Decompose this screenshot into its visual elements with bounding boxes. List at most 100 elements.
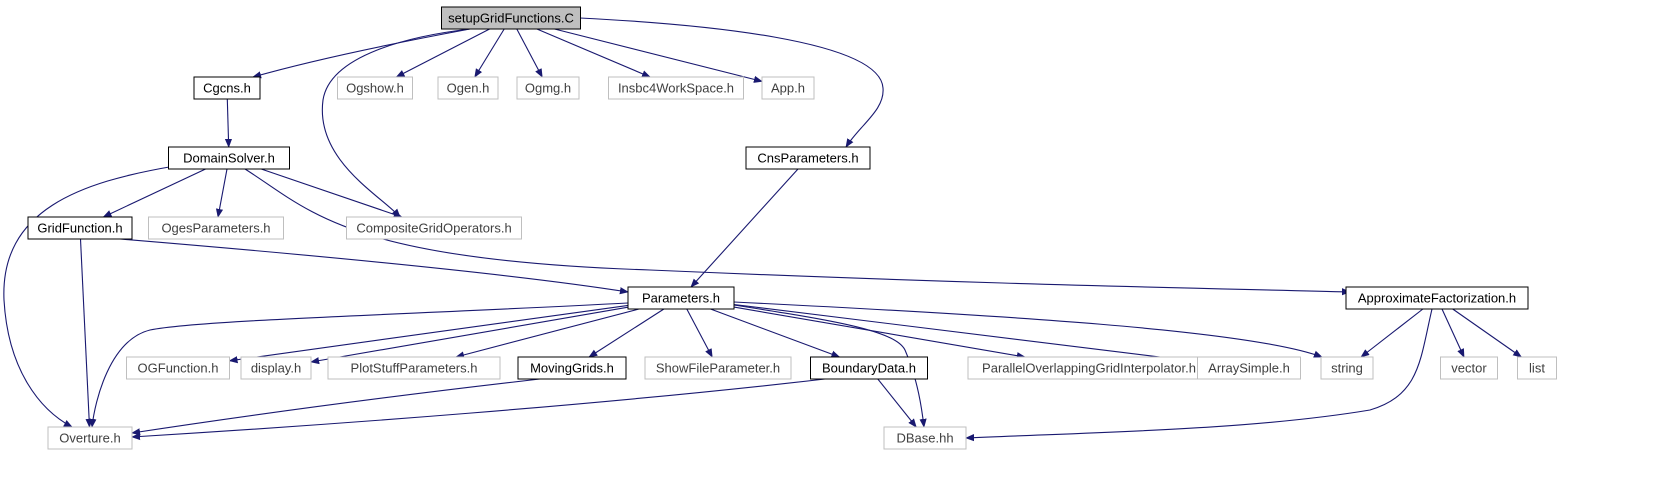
edge-params-to-ogfunc (228, 304, 629, 364)
edge-approx-to-string (1360, 308, 1424, 358)
node-app: App.h (761, 76, 815, 100)
edge-params-to-moving (588, 308, 665, 358)
node-domain[interactable]: DomainSolver.h (168, 146, 290, 170)
node-label-vector: vector (1451, 361, 1487, 376)
node-label-showfile: ShowFileParameter.h (656, 361, 780, 376)
edge-moving-to-overture (131, 378, 541, 436)
node-label-domain: DomainSolver.h (183, 151, 275, 166)
node-label-plotstuff: PlotStuffParameters.h (351, 361, 478, 376)
edge-cgcns-to-domain (224, 98, 233, 148)
node-label-pogi: ParallelOverlappingGridInterpolator.h (982, 361, 1196, 376)
node-box-string (1320, 356, 1374, 380)
node-box-list (1517, 356, 1557, 380)
node-label-arraysimple: ArraySimple.h (1208, 361, 1290, 376)
node-box-app (761, 76, 815, 100)
node-box-overture (47, 426, 133, 450)
node-label-ogen: Ogen.h (447, 81, 490, 96)
node-moving[interactable]: MovingGrids.h (517, 356, 627, 380)
node-box-params (627, 286, 735, 310)
node-box-cgcns (193, 76, 261, 100)
edge-boundary-to-overture (131, 378, 826, 441)
node-box-cnsparams (745, 146, 871, 170)
node-list: list (1517, 356, 1557, 380)
node-box-oges (148, 216, 284, 240)
node-ogmg: Ogmg.h (516, 76, 580, 100)
node-params[interactable]: Parameters.h (627, 286, 735, 310)
node-ogshow: Ogshow.h (337, 76, 413, 100)
edge-approx-to-list (1452, 308, 1523, 358)
edge-root-to-cnsparams (579, 17, 884, 148)
node-root[interactable]: setupGridFunctions.C (441, 6, 581, 30)
node-box-ogfunc (126, 356, 230, 380)
node-label-moving: MovingGrids.h (530, 361, 614, 376)
edge-gridfunc-to-overture (79, 238, 93, 428)
edge-root-to-insbc (536, 28, 651, 78)
node-label-app: App.h (771, 81, 805, 96)
node-box-display (240, 356, 312, 380)
node-label-list: list (1529, 361, 1545, 376)
node-arraysimple: ArraySimple.h (1197, 356, 1301, 380)
node-oges: OgesParameters.h (148, 216, 284, 240)
node-label-overture: Overture.h (59, 431, 120, 446)
edge-params-to-showfile (686, 308, 713, 358)
node-cgcns[interactable]: Cgcns.h (193, 76, 261, 100)
node-label-ogfunc: OGFunction.h (138, 361, 219, 376)
edge-root-to-ogshow (395, 28, 490, 78)
node-overture: Overture.h (47, 426, 133, 450)
node-box-ogmg (516, 76, 580, 100)
node-cgops: CompositeGridOperators.h (346, 216, 522, 240)
node-label-ogmg: Ogmg.h (525, 81, 571, 96)
node-cnsparams[interactable]: CnsParameters.h (745, 146, 871, 170)
edge-domain-to-approx (244, 168, 1351, 296)
node-dbase: DBase.hh (883, 426, 967, 450)
node-box-ogshow (337, 76, 413, 100)
node-box-root (441, 6, 581, 30)
edge-params-to-dbase (733, 304, 927, 428)
node-plotstuff: PlotStuffParameters.h (327, 356, 501, 380)
node-boundary[interactable]: BoundaryData.h (810, 356, 928, 380)
node-box-domain (168, 146, 290, 170)
node-box-showfile (644, 356, 792, 380)
node-label-cnsparams: CnsParameters.h (757, 151, 858, 166)
edge-root-to-app (554, 28, 763, 83)
node-box-dbase (883, 426, 967, 450)
edge-root-to-ogmg (516, 28, 543, 78)
node-gridfunc[interactable]: GridFunction.h (27, 216, 133, 240)
edge-domain-to-cgops (261, 168, 403, 218)
node-label-string: string (1331, 361, 1363, 376)
node-approx[interactable]: ApproximateFactorization.h (1345, 286, 1529, 310)
node-label-params: Parameters.h (642, 291, 720, 306)
node-vector: vector (1440, 356, 1498, 380)
edge-cnsparams-to-params (690, 168, 799, 288)
edge-params-to-overture (89, 302, 629, 428)
edge-params-to-display (310, 306, 629, 365)
node-box-approx (1345, 286, 1529, 310)
node-box-gridfunc (27, 216, 133, 240)
edge-gridfunc-to-params (119, 238, 629, 295)
edge-params-to-string (733, 301, 1323, 358)
node-box-vector (1440, 356, 1498, 380)
node-label-display: display.h (251, 361, 301, 376)
node-showfile: ShowFileParameter.h (644, 356, 792, 380)
edge-params-to-boundary (710, 308, 841, 358)
node-label-cgops: CompositeGridOperators.h (356, 221, 511, 236)
edge-domain-to-gridfunc (102, 168, 206, 218)
node-box-insbc (608, 76, 744, 100)
node-box-moving (517, 356, 627, 380)
edge-approx-to-vector (1441, 308, 1465, 358)
node-box-plotstuff (327, 356, 501, 380)
edge-boundary-to-dbase (877, 378, 917, 428)
node-ogen: Ogen.h (437, 76, 499, 100)
node-string: string (1320, 356, 1374, 380)
edges-layer (3, 17, 1523, 442)
node-box-boundary (810, 356, 928, 380)
node-label-gridfunc: GridFunction.h (37, 221, 122, 236)
node-label-root: setupGridFunctions.C (448, 11, 574, 26)
edge-domain-to-oges (215, 168, 228, 218)
edge-params-to-arraysimple (733, 303, 1199, 365)
edge-domain-to-overture (3, 165, 176, 428)
node-label-oges: OgesParameters.h (161, 221, 270, 236)
node-pogi: ParallelOverlappingGridInterpolator.h (967, 356, 1211, 380)
node-ogfunc: OGFunction.h (126, 356, 230, 380)
